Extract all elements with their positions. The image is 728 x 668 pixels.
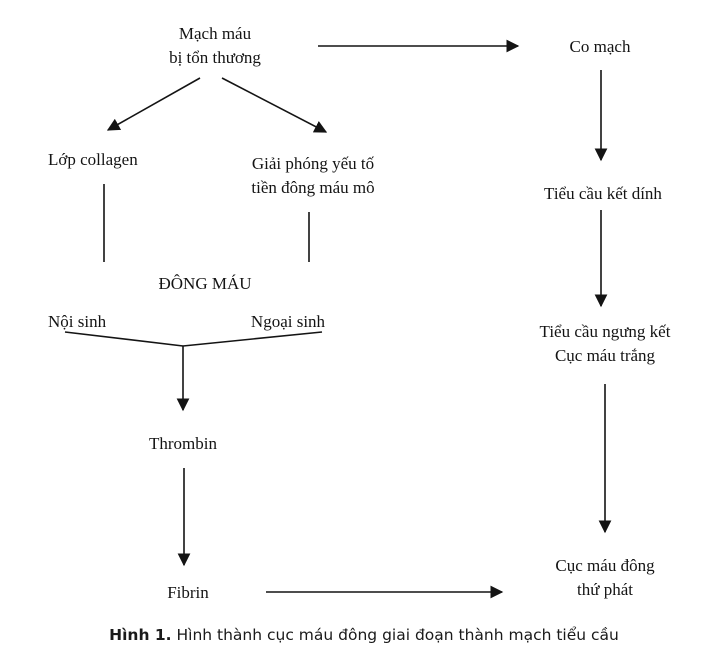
caption-text: Hình thành cục máu đông giai đoạn thành … <box>176 626 619 644</box>
node-fibrin: Fibrin <box>167 583 209 602</box>
node-vessel-injury: Mạch máu bị tổn thương <box>150 22 280 70</box>
node-thrombin: Thrombin <box>149 434 217 453</box>
caption-label: Hình 1. <box>109 626 172 644</box>
node-secondary-clot: Cục máu đông thứ phát <box>530 554 680 602</box>
arrow-injury-to-collagen <box>106 77 201 131</box>
line-extrinsic-to-merge <box>182 331 323 347</box>
node-platelet-aggregation: Tiểu cầu ngưng kết Cục máu trắng <box>495 320 715 368</box>
node-secondary-clot-line2: thứ phát <box>577 580 633 599</box>
node-collagen-layer: Lớp collagen <box>48 150 138 169</box>
node-platelet-adhesion: Tiểu cầu kết dính <box>544 184 662 203</box>
node-coagulation: ĐÔNG MÁU <box>158 274 252 293</box>
node-vessel-injury-line1: Mạch máu <box>178 24 252 43</box>
node-vessel-injury-line2: bị tổn thương <box>169 48 261 67</box>
node-platelet-aggregation-line2: Cục máu trắng <box>554 346 656 365</box>
node-secondary-clot-line1: Cục máu đông <box>555 556 655 575</box>
node-tissue-factor-line2: tiền đông máu mô <box>251 178 375 197</box>
node-tissue-factor: Giải phóng yếu tố tiền đông máu mô <box>228 152 398 200</box>
node-intrinsic: Nội sinh <box>48 312 107 331</box>
figure-caption: Hình 1. Hình thành cục máu đông giai đoạ… <box>0 626 728 644</box>
line-intrinsic-to-merge <box>64 331 184 347</box>
arrow-injury-to-tissue-factor <box>221 77 328 133</box>
node-extrinsic: Ngoại sinh <box>250 312 326 331</box>
node-platelet-aggregation-line1: Tiểu cầu ngưng kết <box>539 322 671 341</box>
node-vasoconstriction: Co mạch <box>569 37 631 56</box>
node-tissue-factor-line1: Giải phóng yếu tố <box>251 154 375 173</box>
